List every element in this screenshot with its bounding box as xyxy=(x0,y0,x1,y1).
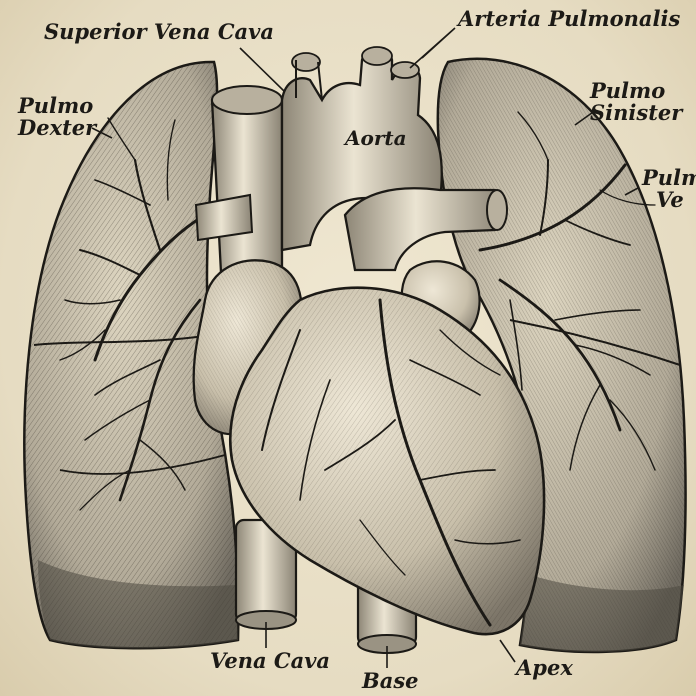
label-vena-cava: Vena Cava xyxy=(210,650,330,672)
label-aorta: Aorta xyxy=(345,127,407,149)
label-pulmo-dexter-line1: Pulmo xyxy=(18,95,96,117)
label-superior-vena-cava: Superior Vena Cava xyxy=(44,21,274,43)
label-arteria-pulmonalis: Arteria Pulmonalis xyxy=(458,8,680,30)
label-pulmo-sinister: Pulmo Sinister xyxy=(590,80,682,124)
label-pulmo-sinister-line1: Pulmo xyxy=(590,80,682,102)
label-base: Base xyxy=(362,670,419,692)
label-apex: Apex xyxy=(516,657,573,679)
label-pulmo-venae-line2: Ve xyxy=(642,189,696,211)
label-pulmo-venae-line1: Pulmo xyxy=(642,167,696,189)
label-pulmo-venae: Pulmo Ve xyxy=(642,167,696,211)
label-pulmo-dexter: Pulmo Dexter xyxy=(18,95,96,139)
label-pulmo-sinister-line2: Sinister xyxy=(590,102,682,124)
label-pulmo-dexter-line2: Dexter xyxy=(18,117,96,139)
